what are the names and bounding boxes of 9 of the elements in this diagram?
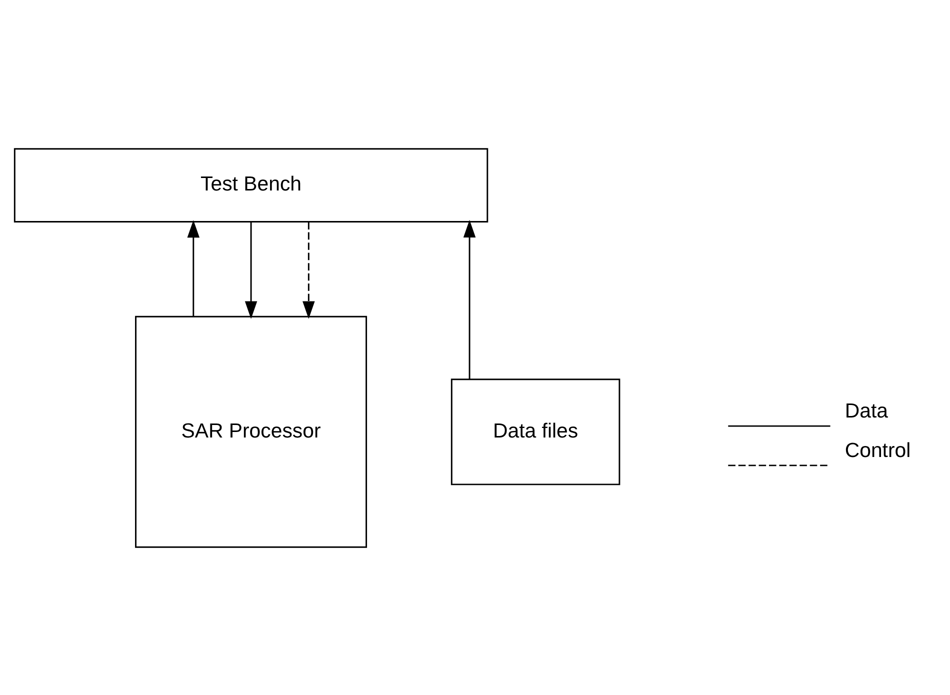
arrow (302, 222, 315, 318)
arrow (463, 219, 476, 378)
legend-label: Data (844, 400, 888, 422)
node-box: Test Bench (14, 148, 488, 222)
node-box: SAR Processor (135, 315, 368, 548)
arrow (187, 220, 200, 316)
arrow (244, 222, 258, 318)
legend-label: Control (844, 439, 911, 462)
node-box: Data files (450, 378, 620, 485)
